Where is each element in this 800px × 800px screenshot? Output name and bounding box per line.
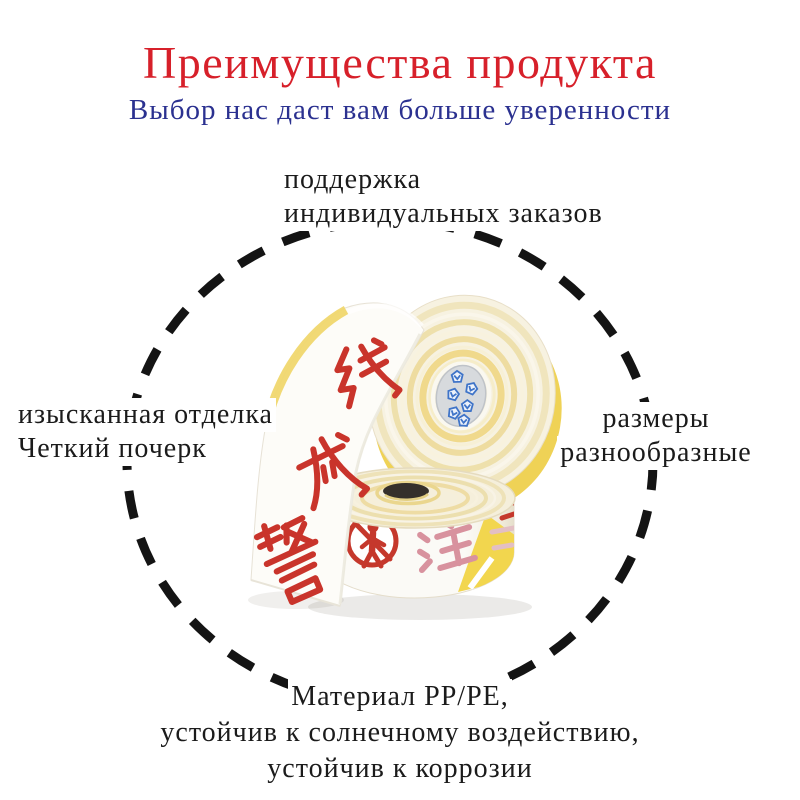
feature-label-right: размеры разнообразные [548, 402, 764, 470]
feature-label-line: Материал PP/PE, [288, 679, 512, 715]
lying-tape-roll [314, 467, 516, 599]
feature-label-line: размеры [599, 402, 713, 436]
feature-label-bottom: Материал PP/PE, устойчив к солнечному во… [0, 679, 800, 787]
page-title: Преимущества продукта [143, 37, 657, 88]
feature-label-line: разнообразные [557, 436, 755, 470]
feature-label-line: индивидуальных заказов [281, 197, 606, 231]
feature-label-top: поддержка индивидуальных заказов [281, 163, 606, 231]
shadow [308, 594, 532, 620]
product-image [248, 294, 562, 620]
page-subtitle: Выбор нас даст вам больше уверенности [128, 94, 672, 126]
feature-label-left: изысканная отделка Четкий почерк [15, 398, 276, 466]
feature-label-line: устойчив к коррозии [264, 751, 536, 787]
feature-label-line: Четкий почерк [15, 432, 210, 466]
lying-roll-top-face [314, 467, 516, 529]
feature-label-line: поддержка [281, 163, 425, 197]
feature-label-line: изысканная отделка [15, 398, 276, 432]
feature-label-line: устойчив к солнечному воздействию, [157, 715, 643, 751]
yellow-stripe [458, 514, 514, 592]
faded-character-fragment [489, 525, 514, 551]
lying-roll-core-hole [383, 483, 429, 499]
